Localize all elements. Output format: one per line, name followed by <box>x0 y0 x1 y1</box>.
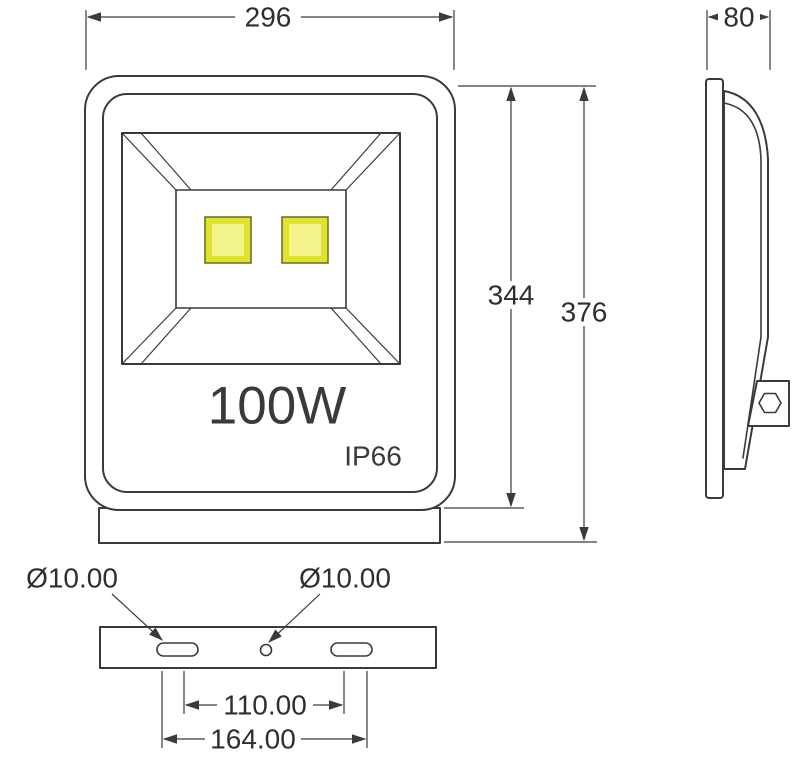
facet-line <box>140 307 192 365</box>
front-view: 100W IP66 <box>84 75 456 544</box>
label-backing <box>235 3 301 31</box>
dim-total-height: 376 <box>444 86 616 543</box>
leader-line <box>111 593 163 641</box>
dim-width-label: 296 <box>245 2 292 33</box>
center-hole <box>259 643 273 657</box>
dim-depth-label: 80 <box>723 2 754 33</box>
bracket-hex-bolt <box>758 392 782 414</box>
label-backing <box>718 3 760 31</box>
reflector-outer <box>121 132 401 365</box>
reflector-facet-lines <box>121 132 401 365</box>
facet-line <box>121 132 177 191</box>
slot-diameter-label: Ø10.00 <box>26 563 118 594</box>
callout-slot-diameter: Ø10.00 <box>26 563 163 641</box>
bottom-view <box>99 626 437 669</box>
facet-line <box>330 307 382 365</box>
dim-slot-spacing-inner-label: 110.00 <box>223 690 307 721</box>
led-chip-left <box>204 216 252 264</box>
led-chip-left-core <box>212 224 244 256</box>
side-back-plate <box>705 78 724 499</box>
facet-line <box>345 132 401 191</box>
label-backing <box>217 691 313 719</box>
dim-slot-spacing-outer-label: 164.00 <box>210 724 296 755</box>
power-label: 100W <box>208 377 346 436</box>
side-view <box>705 78 790 499</box>
base-strip <box>98 507 441 544</box>
hole-diameter-label: Ø10.00 <box>299 563 391 594</box>
dim-slot-spacing-inner: 110.00 <box>183 671 345 721</box>
side-mounting-bracket <box>747 380 790 427</box>
facet-line <box>140 132 192 191</box>
dim-width: 296 <box>85 2 455 70</box>
label-backing <box>479 281 543 309</box>
label-backing <box>552 298 616 326</box>
mount-slot-left <box>156 642 199 657</box>
led-chip-right-core <box>289 224 321 256</box>
side-body-inner-line <box>723 102 762 459</box>
dim-slot-spacing-outer: 164.00 <box>161 671 368 755</box>
dim-body-height: 344 <box>444 85 596 509</box>
leader-line <box>268 593 321 643</box>
dim-depth: 80 <box>706 2 771 70</box>
facet-line <box>121 307 177 365</box>
facet-line <box>330 132 382 191</box>
mount-slot-right <box>330 642 373 657</box>
callout-hole-diameter: Ø10.00 <box>268 563 391 643</box>
led-chip-right <box>281 216 329 264</box>
dim-total-height-label: 376 <box>561 297 608 328</box>
ip-rating-label: IP66 <box>344 441 402 472</box>
label-backing <box>205 725 301 753</box>
mounting-bar <box>99 626 437 669</box>
dim-body-height-label: 344 <box>488 280 535 311</box>
reflector-inner <box>175 189 347 309</box>
facet-line <box>345 307 401 365</box>
